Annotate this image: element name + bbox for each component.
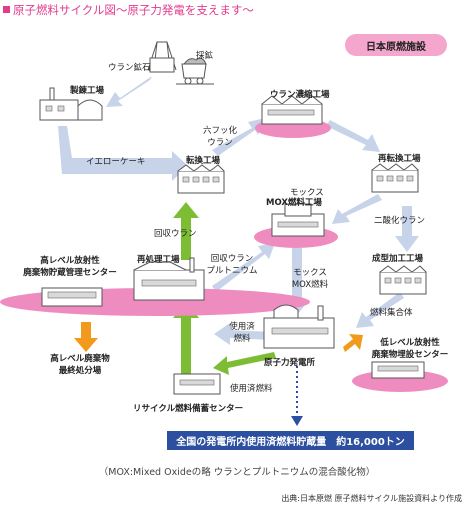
label-uranium-ore: ウラン鉱石 [108, 63, 151, 73]
label-hlw-storage: 高レベル放射性 廃棄物貯蔵管理センター [23, 256, 117, 278]
label-power-plant: 原子力発電所 [264, 358, 316, 368]
arrow-reconversion-to-fabrication [395, 206, 419, 252]
label-recovered-uranium: 回収ウラン [154, 229, 197, 239]
arrow-mox-to-powerplant [285, 248, 309, 315]
label-hlw-disposal: 高レベル廃棄物 最終処分場 [50, 354, 110, 376]
mine-headframe-icon [147, 41, 177, 73]
label-yellowcake: イエローケーキ [86, 157, 146, 167]
arrow-powerplant-to-recycle [213, 352, 276, 375]
mox-plant-icon [271, 203, 325, 237]
reconversion-plant-icon [371, 163, 419, 193]
arrow-fabrication-to-powerplant [356, 292, 404, 328]
arrow-reprocessing-to-conversion [173, 202, 199, 260]
arrow-powerplant-to-llw [343, 334, 363, 352]
label-enrichment: ウラン濃縮工場 [270, 90, 330, 100]
refining-plant-icon [39, 87, 103, 121]
label-fabrication: 成型加工工場 [372, 254, 424, 264]
label-mox-kana: モックス [290, 188, 324, 198]
power-plant-icon [263, 304, 335, 349]
source-credit: 出典:日本原燃 原子燃料サイクル施設資料より作成 [281, 494, 462, 503]
label-reconversion: 再転換工場 [378, 154, 421, 164]
mine-cart-icon [176, 57, 214, 85]
arrow-conversion-to-enrichment [212, 118, 265, 156]
label-uo2: 二酸化ウラン [374, 216, 426, 226]
label-conversion: 転換工場 [186, 156, 221, 166]
nippon-genen-badge: 日本原燃施設 [345, 34, 447, 56]
label-spent-fuel-reprocessing: 使用済 燃料 [229, 322, 255, 344]
arrow-recycle-to-reprocessing [173, 302, 199, 382]
reprocessing-plant-icon [133, 257, 205, 301]
hlw-storage-icon [41, 287, 103, 307]
arrow-storage-to-disposal [74, 322, 98, 352]
enrichment-plant-icon [261, 95, 323, 125]
conversion-plant-icon [177, 164, 225, 194]
llw-burial-icon [371, 361, 425, 379]
label-llw-burial: 低レベル放射性 廃棄物埋設センター [371, 338, 449, 360]
label-uf6: 六フッ化 ウラン [202, 126, 237, 148]
arrow-enrichment-to-reconversion [326, 120, 380, 152]
label-mox-plant: MOX燃料工場 [266, 198, 322, 208]
label-refining: 製錬工場 [70, 86, 105, 96]
arrow-powerplant-to-reprocessing [214, 323, 272, 345]
label-recovered-u-pu: 回収ウラン プルトニウム [206, 254, 258, 276]
label-mining: 採鉱 [196, 51, 214, 61]
label-spent-fuel-recycle: 使用済燃料 [230, 384, 273, 394]
arrow-mining-to-refining [106, 76, 152, 107]
fabrication-plant-icon [379, 265, 427, 295]
recycle-storage-icon [173, 373, 221, 395]
label-fuel-assembly: 燃料集合体 [370, 308, 413, 318]
label-reprocessing: 再処理工場 [137, 255, 180, 265]
label-mox-fuel: モックス MOX燃料 [291, 268, 329, 290]
arrow-reconversion-to-mox [332, 194, 382, 224]
spent-fuel-total-banner: 全国の発電所内使用済燃料貯蔵量 約16,000トン [167, 431, 414, 450]
mox-footnote: （MOX:Mixed Oxideの略 ウランとプルトニウムの混合酸化物） [98, 467, 376, 478]
arrow-refining-to-conversion [58, 126, 188, 181]
arrow-reprocessing-to-mox [212, 243, 275, 292]
label-recycle-storage: リサイクル燃料備蓄センター [133, 404, 244, 414]
page-title: 原子燃料サイクル図〜原子力発電を支えます〜 [3, 2, 254, 18]
